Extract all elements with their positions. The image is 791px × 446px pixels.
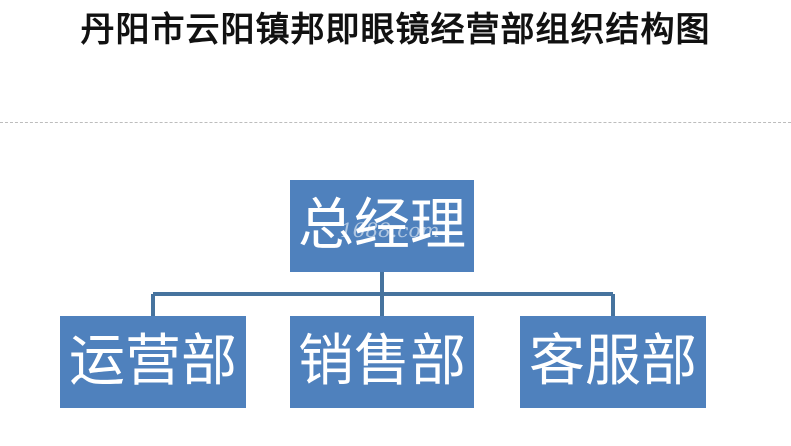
node-customer-service-department: 客服部: [520, 316, 706, 408]
page-title: 丹阳市云阳镇邦即眼镜经营部组织结构图: [80, 10, 711, 50]
node-general-manager: 总经理: [290, 180, 474, 272]
node-general-manager-label: 总经理: [298, 193, 466, 258]
node-customer-service-department-label: 客服部: [529, 329, 697, 394]
node-sales-department-label: 销售部: [298, 329, 466, 394]
node-sales-department: 销售部: [290, 316, 474, 408]
node-operations-department-label: 运营部: [69, 329, 237, 394]
node-operations-department: 运营部: [60, 316, 246, 408]
title-divider: [0, 122, 791, 123]
